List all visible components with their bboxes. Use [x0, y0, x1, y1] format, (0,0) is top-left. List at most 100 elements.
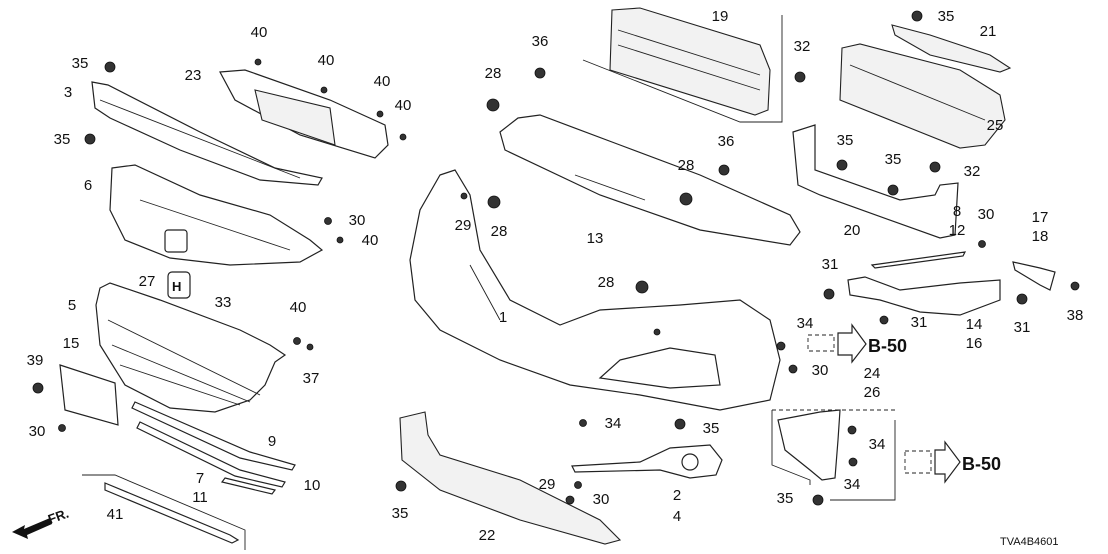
callout-4[interactable]: 4	[673, 508, 681, 525]
part-radiator-support-25	[839, 43, 1006, 149]
part-upper-grille-molding-3	[91, 81, 323, 186]
part-bracket-17-18	[1012, 261, 1056, 291]
drawing-code: TVA4B4601	[1000, 536, 1059, 548]
reference-arrow-upper	[807, 323, 867, 364]
callout-35[interactable]: 35	[54, 131, 71, 148]
callout-40[interactable]: 40	[290, 299, 307, 316]
part-lower-grille-5	[95, 282, 287, 413]
callout-24[interactable]: 24	[864, 365, 881, 382]
callout-37[interactable]: 37	[303, 370, 320, 387]
part-spacer-8-12	[870, 251, 967, 269]
callout-35[interactable]: 35	[837, 132, 854, 149]
part-front-bumper-1	[409, 169, 781, 411]
part-splash-shield-24-26	[771, 409, 896, 501]
callout-7[interactable]: 7	[196, 470, 204, 487]
callout-8[interactable]: 8	[953, 203, 961, 220]
callout-35[interactable]: 35	[938, 8, 955, 25]
part-garnish-7-11	[220, 477, 277, 495]
callout-15[interactable]: 15	[63, 335, 80, 352]
callout-3[interactable]: 3	[64, 84, 72, 101]
callout-32[interactable]: 32	[964, 163, 981, 180]
callout-34[interactable]: 34	[797, 315, 814, 332]
callout-34[interactable]: 34	[605, 415, 622, 432]
callout-31[interactable]: 31	[822, 256, 839, 273]
callout-25[interactable]: 25	[987, 117, 1004, 134]
callout-17[interactable]: 17	[1032, 209, 1049, 226]
part-fog-garnish-2-4	[571, 444, 723, 479]
callout-40[interactable]: 40	[395, 97, 412, 114]
callout-35[interactable]: 35	[72, 55, 89, 72]
callout-41[interactable]: 41	[107, 506, 124, 523]
callout-22[interactable]: 22	[479, 527, 496, 544]
callout-40[interactable]: 40	[318, 52, 335, 69]
svg-text:H: H	[172, 279, 181, 294]
callout-6[interactable]: 6	[84, 177, 92, 194]
callout-36[interactable]: 36	[532, 33, 549, 50]
callout-40[interactable]: 40	[251, 24, 268, 41]
callout-38[interactable]: 38	[1067, 307, 1084, 324]
callout-40[interactable]: 40	[362, 232, 379, 249]
callout-33[interactable]: 33	[215, 294, 232, 311]
part-shutter-19	[582, 7, 783, 123]
callout-35[interactable]: 35	[703, 420, 720, 437]
callout-35[interactable]: 35	[777, 490, 794, 507]
callout-34[interactable]: 34	[844, 476, 861, 493]
callout-14[interactable]: 14	[966, 316, 983, 333]
callout-20[interactable]: 20	[844, 222, 861, 239]
callout-30[interactable]: 30	[978, 206, 995, 223]
callout-26[interactable]: 26	[864, 384, 881, 401]
callout-39[interactable]: 39	[27, 352, 44, 369]
part-air-guide-21	[891, 24, 1012, 73]
callout-5[interactable]: 5	[68, 297, 76, 314]
callout-31[interactable]: 31	[1014, 319, 1031, 336]
callout-28[interactable]: 28	[491, 223, 508, 240]
callout-29[interactable]: 29	[539, 476, 556, 493]
callout-19[interactable]: 19	[712, 8, 729, 25]
callout-34[interactable]: 34	[869, 436, 886, 453]
callout-28[interactable]: 28	[598, 274, 615, 291]
part-grille-insert-23	[219, 69, 389, 159]
part-bumper-bracket-14-16	[847, 276, 1001, 316]
callout-30[interactable]: 30	[812, 362, 829, 379]
part-lower-molding-41	[82, 474, 246, 550]
callout-40[interactable]: 40	[374, 73, 391, 90]
part-bumper-beam-13	[499, 114, 801, 246]
reference-label-upper[interactable]: B-50	[868, 336, 907, 356]
callout-31[interactable]: 31	[911, 314, 928, 331]
part-undercover-22	[399, 411, 622, 545]
callout-21[interactable]: 21	[980, 23, 997, 40]
reference-arrow-lower	[904, 440, 961, 484]
callout-23[interactable]: 23	[185, 67, 202, 84]
part-molding-9-10	[131, 401, 296, 488]
fasteners	[32, 10, 1080, 506]
callout-28[interactable]: 28	[678, 157, 695, 174]
part-bracket-20	[792, 124, 959, 239]
callout-30[interactable]: 30	[29, 423, 46, 440]
callout-9[interactable]: 9	[268, 433, 276, 450]
callout-16[interactable]: 16	[966, 335, 983, 352]
callout-35[interactable]: 35	[392, 505, 409, 522]
callout-35[interactable]: 35	[885, 151, 902, 168]
reference-label-lower[interactable]: B-50	[962, 454, 1001, 474]
part-license-bracket-15	[59, 364, 119, 426]
callout-28[interactable]: 28	[485, 65, 502, 82]
callout-30[interactable]: 30	[593, 491, 610, 508]
callout-1[interactable]: 1	[499, 309, 507, 326]
callout-13[interactable]: 13	[587, 230, 604, 247]
front-direction-arrow: FR.	[12, 506, 71, 539]
callout-29[interactable]: 29	[455, 217, 472, 234]
callout-30[interactable]: 30	[349, 212, 366, 229]
callout-10[interactable]: 10	[304, 477, 321, 494]
callout-11[interactable]: 11	[192, 489, 208, 506]
callout-36[interactable]: 36	[718, 133, 735, 150]
callout-12[interactable]: 12	[949, 222, 966, 239]
callout-27[interactable]: 27	[139, 273, 156, 290]
callout-32[interactable]: 32	[794, 38, 811, 55]
callout-18[interactable]: 18	[1032, 228, 1049, 245]
part-emblem-27: H	[167, 271, 191, 299]
callout-2[interactable]: 2	[673, 487, 681, 504]
front-indicator-label: FR.	[46, 506, 71, 527]
